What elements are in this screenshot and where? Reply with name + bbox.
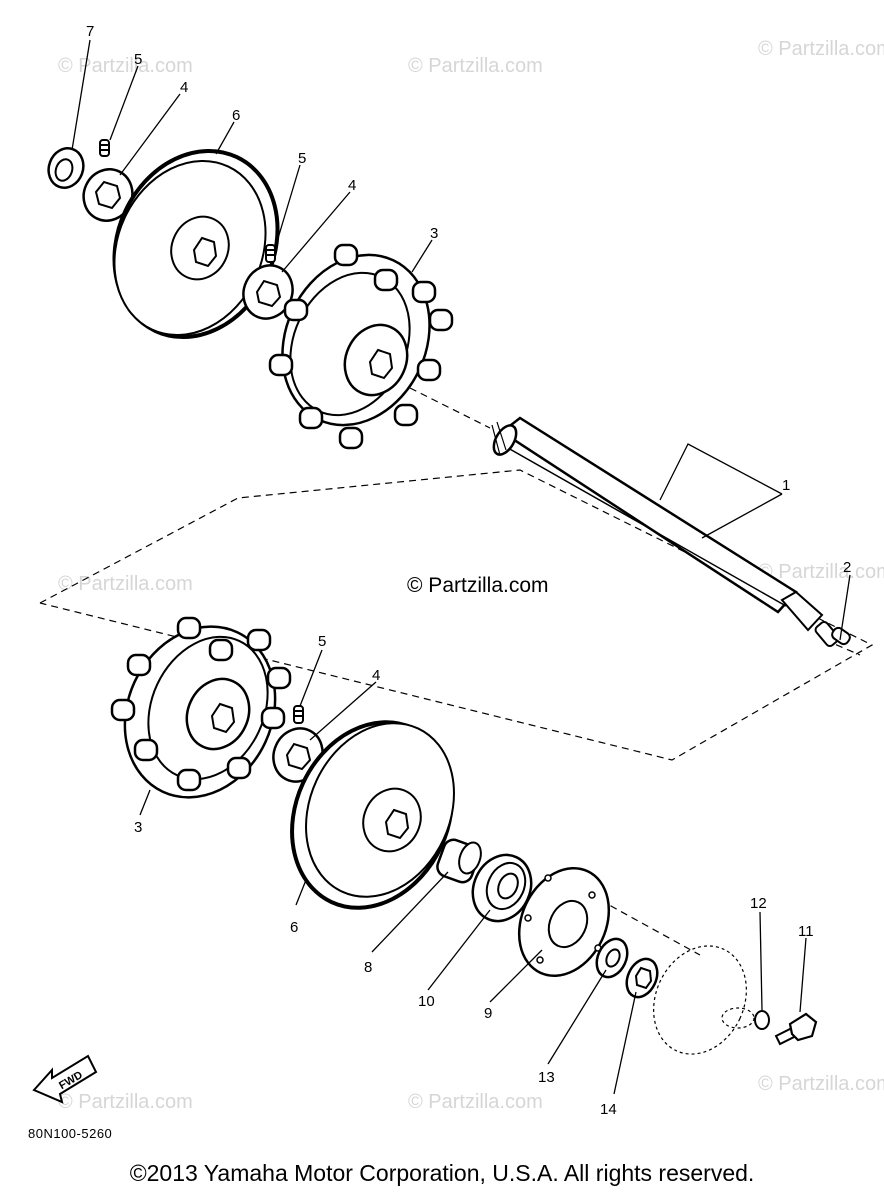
callout-1: 1 [782,477,790,494]
callout-5-top: 5 [134,51,142,68]
callout-11: 11 [798,923,814,940]
watermark-top-right: © Partzilla.com [758,38,884,60]
watermark-bottom-left: © Partzilla.com [58,1091,193,1113]
part-8-spacer [436,838,482,884]
part-10-bearing [471,853,533,923]
part-6-idler-wheel-top [112,148,280,340]
callout-2: 2 [843,559,851,576]
callout-3-top: 3 [430,225,438,242]
callout-13: 13 [538,1069,555,1086]
callout-8: 8 [364,959,372,976]
part-1-drive-shaft [491,416,840,648]
mating-housing-phantom [653,945,755,1055]
callouts: 7 5 4 6 5 4 3 1 2 5 4 3 6 8 10 9 13 14 1… [86,23,851,1118]
callout-4-second: 4 [348,177,356,194]
watermark-top-center: © Partzilla.com [408,55,543,77]
part-12-lock-washer [754,1010,770,1030]
part-4-collar-second [242,264,294,320]
callout-12: 12 [750,895,767,912]
part-5-set-screw-second [265,244,276,263]
part-4-collar-top [82,168,134,222]
part-9-flange [517,866,611,978]
callout-6-bottom: 6 [290,919,298,936]
watermarks: © Partzilla.com © Partzilla.com © Partzi… [58,38,884,1113]
watermark-center: © Partzilla.com [407,574,549,597]
callout-14: 14 [600,1101,617,1118]
part-5-set-screw-top [99,139,110,157]
watermark-mid-left: © Partzilla.com [58,573,193,595]
copyright-notice: ©2013 Yamaha Motor Corporation, U.S.A. A… [129,1160,755,1186]
callout-5-second: 5 [298,150,306,167]
callout-5-third: 5 [318,633,326,650]
part-code: 80N100-5260 [28,1126,113,1141]
callout-4-third: 4 [372,667,380,684]
part-5-set-screw-third [293,705,304,724]
upper-axis-line [409,387,491,429]
watermark-bottom-right: © Partzilla.com [758,1073,884,1095]
part-13-washer [595,937,629,979]
part-6-idler-wheel-bottom [290,720,455,910]
callout-3-bottom: 3 [134,819,142,836]
part-14-nut [625,957,659,999]
part-11-bolt [774,1012,818,1046]
callout-9: 9 [484,1005,492,1022]
part-3-sprocket-top [268,243,454,450]
part-7-seal [47,147,85,189]
callout-10: 10 [418,993,435,1010]
watermark-bottom-center: © Partzilla.com [408,1091,543,1113]
leader-lines [71,39,851,1095]
watermark-top-left: © Partzilla.com [58,55,193,77]
callout-6-top: 6 [232,107,240,124]
part-3-sprocket-bottom [110,616,292,799]
callout-7: 7 [86,23,94,40]
watermark-mid-right: © Partzilla.com [758,561,884,583]
callout-4-top: 4 [180,79,188,96]
group-outline [39,469,874,761]
